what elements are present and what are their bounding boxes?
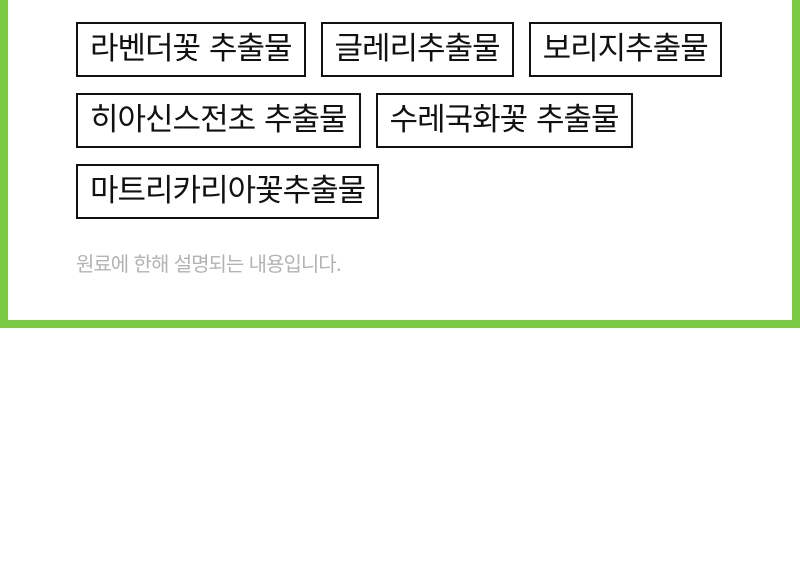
tag-row-3: 마트리카리아꽃추출물 [76,164,756,219]
ingredient-tag-matricaria: 마트리카리아꽃추출물 [76,164,380,219]
tag-row-1: 라벤더꽃 추출물 글레리추출물 보리지추출물 [76,22,756,77]
ingredient-tag-list: 라벤더꽃 추출물 글레리추출물 보리지추출물 히아신스전초 추출물 수레국화꽃 … [76,22,756,235]
ingredient-tag-cornflower: 수레국화꽃 추출물 [375,93,633,148]
ingredient-tag-borage: 보리지추출물 [528,22,722,77]
tag-row-2: 히아신스전초 추출물 수레국화꽃 추출물 [76,93,756,148]
ingredient-caption: 원료에 한해 설명되는 내용입니다. [76,252,342,276]
ingredient-tag-lavender: 라벤더꽃 추출물 [76,22,306,77]
ingredient-tag-glerie: 글레리추출물 [320,22,514,77]
ingredient-tag-hyacinth: 히아신스전초 추출물 [76,93,361,148]
ingredient-panel: 라벤더꽃 추출물 글레리추출물 보리지추출물 히아신스전초 추출물 수레국화꽃 … [0,0,800,328]
